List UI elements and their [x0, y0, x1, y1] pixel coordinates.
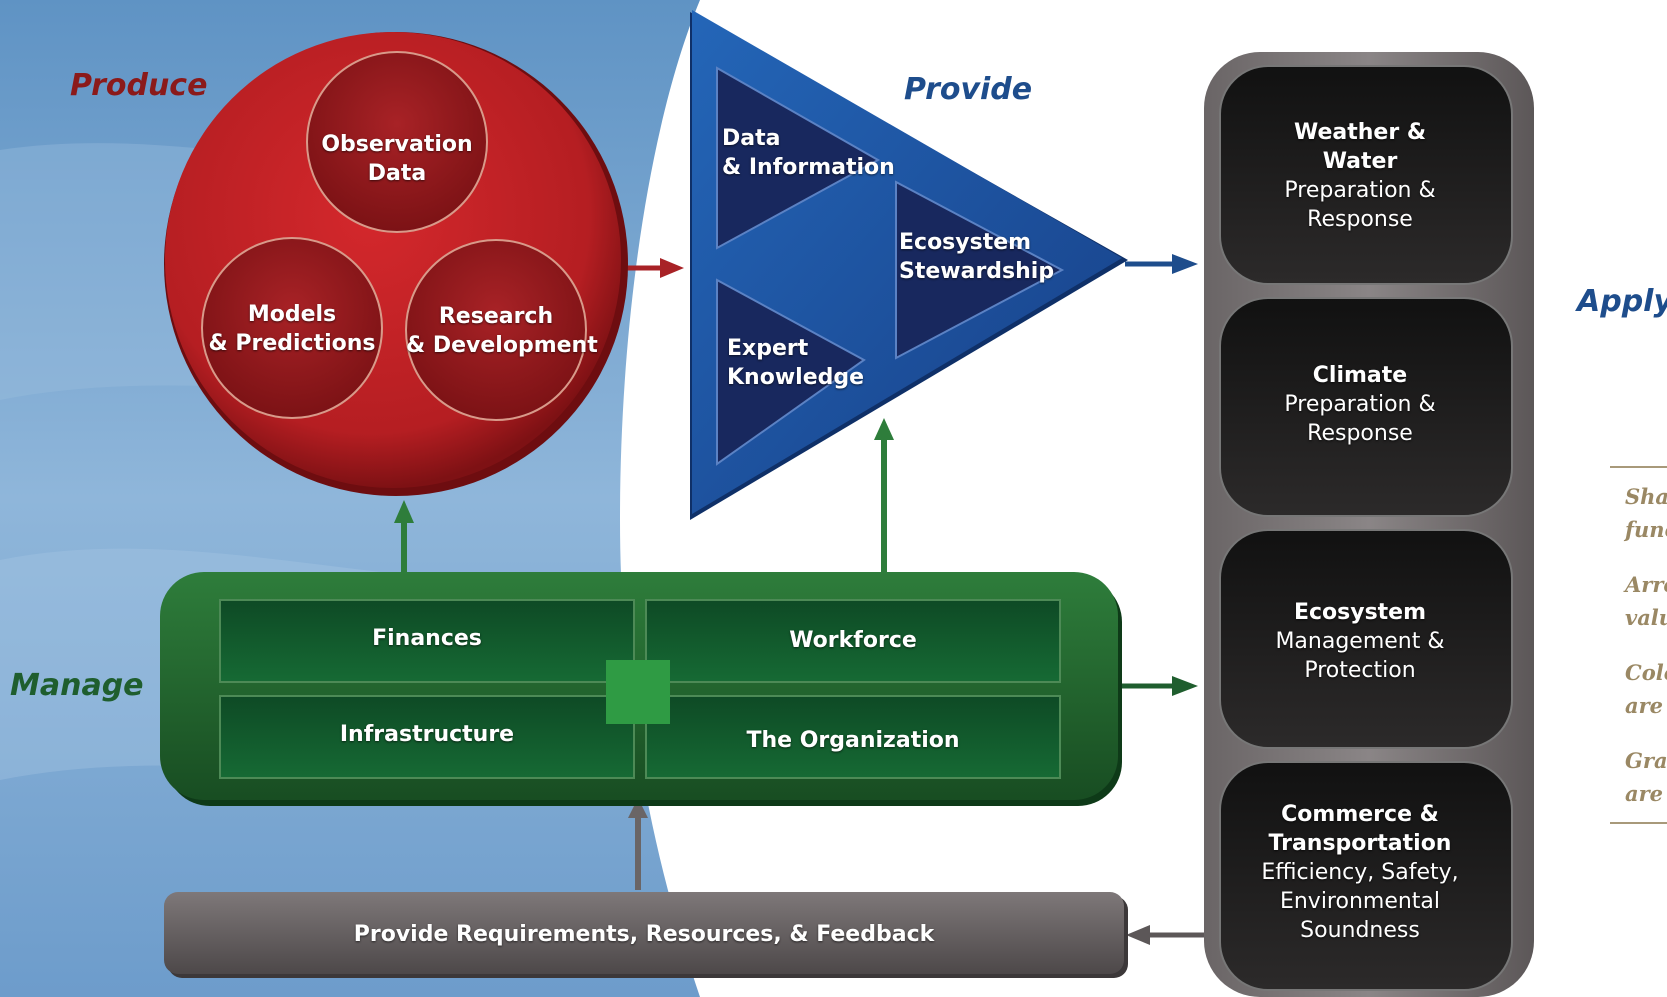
organization-cell — [645, 695, 1061, 779]
research-line1: Research — [438, 304, 554, 329]
feedback-label: Provide Requirements, Resources, & Feedb… — [353, 922, 935, 947]
ecosystem-stewardship-label: Ecosystem Stewardship — [899, 228, 1054, 286]
legend-note-1-line2: func — [1625, 517, 1667, 542]
weather-water-label: Weather & Water Preparation & Response — [1220, 118, 1500, 234]
climate-line1: Climate — [1312, 363, 1408, 388]
commerce-line5: Soundness — [1300, 918, 1420, 943]
weather-line2: Water — [1322, 149, 1398, 174]
ecosystem-line3: Protection — [1304, 658, 1416, 683]
data-line2: & Information — [722, 155, 895, 180]
produce-label: Produce — [70, 68, 208, 103]
observation-data-circle — [306, 51, 488, 233]
commerce-line3: Efficiency, Safety, — [1261, 860, 1459, 885]
legend-note-1-line1: Sha — [1625, 484, 1667, 509]
ecosystem-management-label: Ecosystem Management & Protection — [1220, 598, 1500, 685]
data-information-label: Data & Information — [722, 124, 895, 182]
legend-note-4-line2: are — [1625, 781, 1664, 806]
observation-data-label: Observation Data — [317, 130, 477, 188]
manage-center-square — [606, 660, 670, 724]
provide-label: Provide — [904, 72, 1033, 107]
legend-note-2-line1: Arro — [1625, 572, 1667, 597]
apply-column — [1204, 52, 1534, 997]
apply-label: Apply — [1577, 284, 1667, 319]
research-development-circle — [405, 239, 587, 421]
expert-line2: Knowledge — [727, 365, 865, 390]
data-information-triangle — [716, 66, 881, 250]
weather-line1: Weather & — [1293, 120, 1427, 145]
research-development-label: Research & Development — [406, 302, 598, 360]
climate-line3: Response — [1307, 421, 1413, 446]
ecosystem-line1: Ecosystem — [1293, 600, 1427, 625]
feedback-bar — [164, 892, 1124, 974]
stewardship-line1: Ecosystem — [899, 230, 1032, 255]
climate-label: Climate Preparation & Response — [1220, 361, 1500, 448]
legend-note-4-line1: Gra — [1625, 748, 1667, 773]
legend-note-2-line2: valu — [1625, 605, 1667, 630]
models-predictions-label: Models & Predictions — [202, 300, 382, 358]
legend-note-gray: Gra are — [1625, 744, 1667, 810]
legend-note-3-line2: are — [1625, 693, 1664, 718]
organization-label: The Organization — [746, 728, 960, 753]
workforce-cell — [645, 599, 1061, 683]
legend-note-shapes: Sha func — [1625, 480, 1667, 546]
legend-note-colors: Colo are — [1625, 656, 1667, 722]
weather-line3: Preparation & — [1284, 178, 1436, 203]
data-line1: Data — [722, 126, 781, 151]
legend-note-3-line1: Colo — [1625, 660, 1667, 685]
climate-box — [1219, 297, 1513, 517]
commerce-transportation-label: Commerce & Transportation Efficiency, Sa… — [1220, 800, 1500, 945]
research-line2: & Development — [406, 333, 598, 358]
ecosystem-stewardship-triangle — [895, 180, 1065, 360]
ecosystem-line2: Management & — [1275, 629, 1445, 654]
finances-cell — [219, 599, 635, 683]
weather-water-box — [1219, 65, 1513, 285]
models-predictions-circle — [201, 237, 383, 419]
models-line1: Models — [247, 302, 337, 327]
commerce-line4: Environmental — [1279, 889, 1441, 914]
expert-knowledge-label: Expert Knowledge — [727, 334, 864, 392]
ecosystem-box — [1219, 529, 1513, 749]
workforce-label: Workforce — [789, 628, 917, 653]
expert-line1: Expert — [727, 336, 809, 361]
commerce-box — [1219, 761, 1513, 991]
finances-label: Finances — [372, 626, 482, 651]
climate-line2: Preparation & — [1284, 392, 1436, 417]
commerce-line2: Transportation — [1268, 831, 1452, 856]
stewardship-line2: Stewardship — [899, 259, 1055, 284]
observation-line1: Observation — [321, 132, 473, 157]
legend-note-arrows: Arro valu — [1625, 568, 1667, 634]
commerce-line1: Commerce & — [1281, 802, 1439, 827]
expert-knowledge-triangle — [716, 278, 866, 466]
observation-line2: Data — [367, 161, 427, 186]
manage-label: Manage — [10, 668, 144, 703]
weather-line4: Response — [1307, 207, 1413, 232]
models-line2: & Predictions — [208, 331, 376, 356]
infrastructure-label: Infrastructure — [339, 722, 515, 747]
infrastructure-cell — [219, 695, 635, 779]
